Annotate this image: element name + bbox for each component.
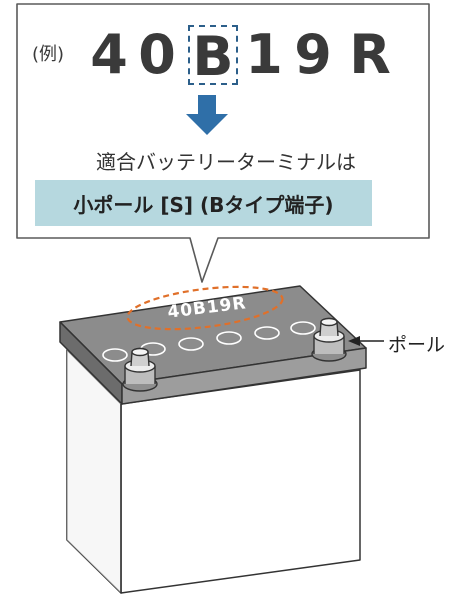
code-char-terminal-position: R <box>349 23 391 86</box>
vent-caps <box>102 321 316 362</box>
answer-box: 小ポール [S] (Bタイプ端子) <box>35 180 372 226</box>
code-char-length: 9 <box>294 23 332 86</box>
code-char-size: 0 <box>138 23 176 86</box>
example-prefix: (例) <box>32 44 65 65</box>
terminal-post-left <box>122 347 158 392</box>
battery-side-face <box>120 369 361 594</box>
arrow-left-icon <box>348 336 384 346</box>
label-highlight-ellipse <box>126 285 284 331</box>
arrow-down-icon <box>186 95 228 135</box>
battery-code: 4 0 B 1 9 R <box>88 23 394 87</box>
code-char-size: 4 <box>90 23 128 86</box>
answer-text: 小ポール [S] (Bタイプ端子) <box>73 192 334 217</box>
battery-lid-front <box>121 347 367 405</box>
code-char-terminal-type-highlight: B <box>188 25 238 87</box>
result-text: 適合バッテリーターミナルは <box>96 150 356 174</box>
terminal-post-right <box>311 317 347 362</box>
code-char-length: 1 <box>245 23 283 86</box>
pole-label: ポール <box>388 334 446 356</box>
